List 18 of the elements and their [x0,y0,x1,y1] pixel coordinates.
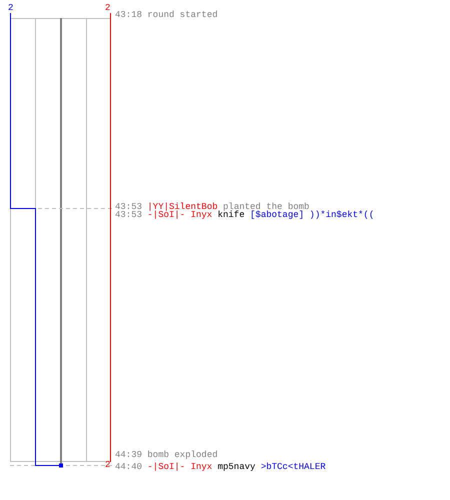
event-text: 43:18 round started [115,11,218,20]
player-name: >bTCc<tHALER [260,463,326,472]
weapon-name: knife [218,211,245,220]
timestamp: 43:53 [115,211,142,220]
player-tag: -|SoI|- [147,463,186,472]
event-text: planted the bomb [223,203,310,212]
score-number: 2 [105,4,110,13]
player-name: [$abotage] ))*in$ekt*(( [250,211,374,220]
timestamp: 44:40 [115,463,142,472]
timestamp: 43:53 [115,203,142,212]
score-number: 2 [105,461,110,470]
player-tag: -|SoI|- [147,211,186,220]
player-name: Inyx [190,211,212,220]
weapon-name: mp5navy [218,463,256,472]
score-number: 2 [8,4,14,13]
player-name: Inyx [190,463,212,472]
player-name: |YY|SilentBob [147,203,218,212]
event-text: 44:39 bomb exploded [115,451,218,460]
